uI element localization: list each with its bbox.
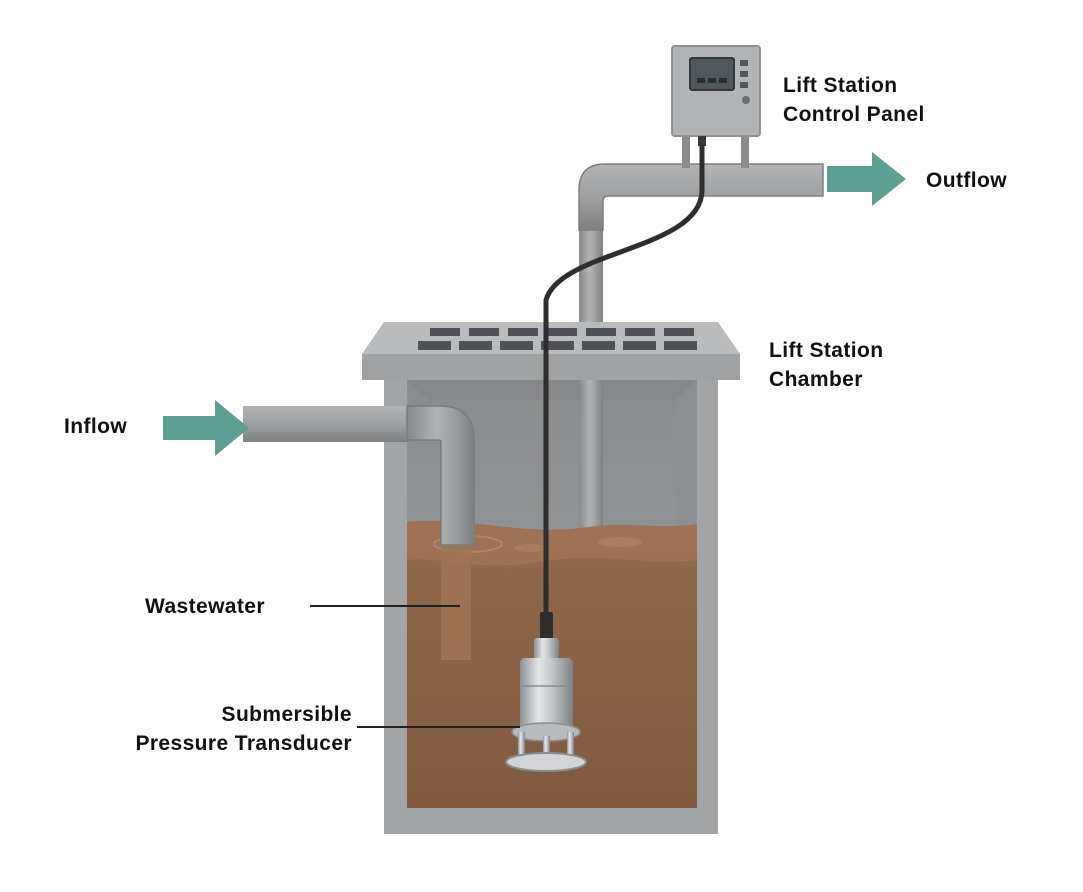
transducer-cable: [543, 143, 705, 615]
transducer-body: [520, 658, 573, 730]
chamber-label-line1: Lift Station: [769, 339, 884, 362]
panel-screen-key: [697, 78, 705, 83]
inflow-arrow-icon: [163, 400, 249, 456]
panel-leg-right: [741, 136, 749, 168]
panel-screen-key: [708, 78, 716, 83]
transducer-guard-base: [505, 752, 587, 772]
outflow-pipe: [578, 163, 824, 231]
chamber-label-line2: Chamber: [769, 368, 863, 391]
transducer-label-line1: Submersible: [221, 703, 352, 726]
outflow-arrow-icon: [827, 152, 906, 206]
panel-screen-key: [719, 78, 727, 83]
panel-indicator: [740, 60, 748, 66]
discharge-riser: [579, 230, 603, 535]
grate-slot: [547, 328, 577, 336]
transducer-neck: [534, 638, 559, 660]
transducer-guard-post: [518, 732, 525, 760]
panel-indicator: [740, 82, 748, 88]
inlet-elbow: [406, 405, 475, 546]
grate-slot: [586, 328, 616, 336]
inflow-label: Inflow: [64, 415, 128, 438]
inflow-pipe: [243, 406, 409, 442]
cable-strain-relief: [540, 612, 553, 640]
transducer-guard-post: [543, 736, 550, 762]
surface-foam: [598, 537, 642, 547]
grate-slot: [625, 328, 655, 336]
panel-leg-left: [682, 136, 690, 168]
wastewater-label: Wastewater: [145, 595, 265, 618]
grate-slot: [459, 341, 492, 350]
grate-slot: [418, 341, 451, 350]
panel-knob: [742, 96, 750, 104]
control-panel-label-line2: Control Panel: [783, 103, 925, 126]
transducer-guard-post: [567, 732, 574, 760]
surface-foam: [514, 544, 546, 552]
grate-slot: [541, 341, 574, 350]
panel-indicator: [740, 71, 748, 77]
transducer-label-line2: Pressure Transducer: [135, 732, 352, 755]
grate-slot: [623, 341, 656, 350]
control-panel-label-line1: Lift Station: [783, 74, 898, 97]
grate-slot: [664, 328, 694, 336]
grate-slot: [582, 341, 615, 350]
cable-gland: [698, 136, 706, 146]
grate-slot: [430, 328, 460, 336]
chamber-label: Lift Station Chamber: [769, 336, 883, 394]
control-panel-label: Lift Station Control Panel: [783, 71, 925, 129]
grate-slot: [508, 328, 538, 336]
grate-slot: [664, 341, 697, 350]
panel-screen: [689, 57, 735, 91]
wastewater-surface: [407, 520, 697, 566]
lid-grate: [418, 328, 697, 350]
grate-slot: [469, 328, 499, 336]
grate-slot: [500, 341, 533, 350]
transducer-label: Submersible Pressure Transducer: [88, 700, 352, 758]
lid-underside-shadow: [407, 380, 697, 400]
outflow-label: Outflow: [926, 169, 1007, 192]
chamber-lid-front: [362, 354, 740, 380]
inlet-drop-submerged: [441, 545, 471, 660]
